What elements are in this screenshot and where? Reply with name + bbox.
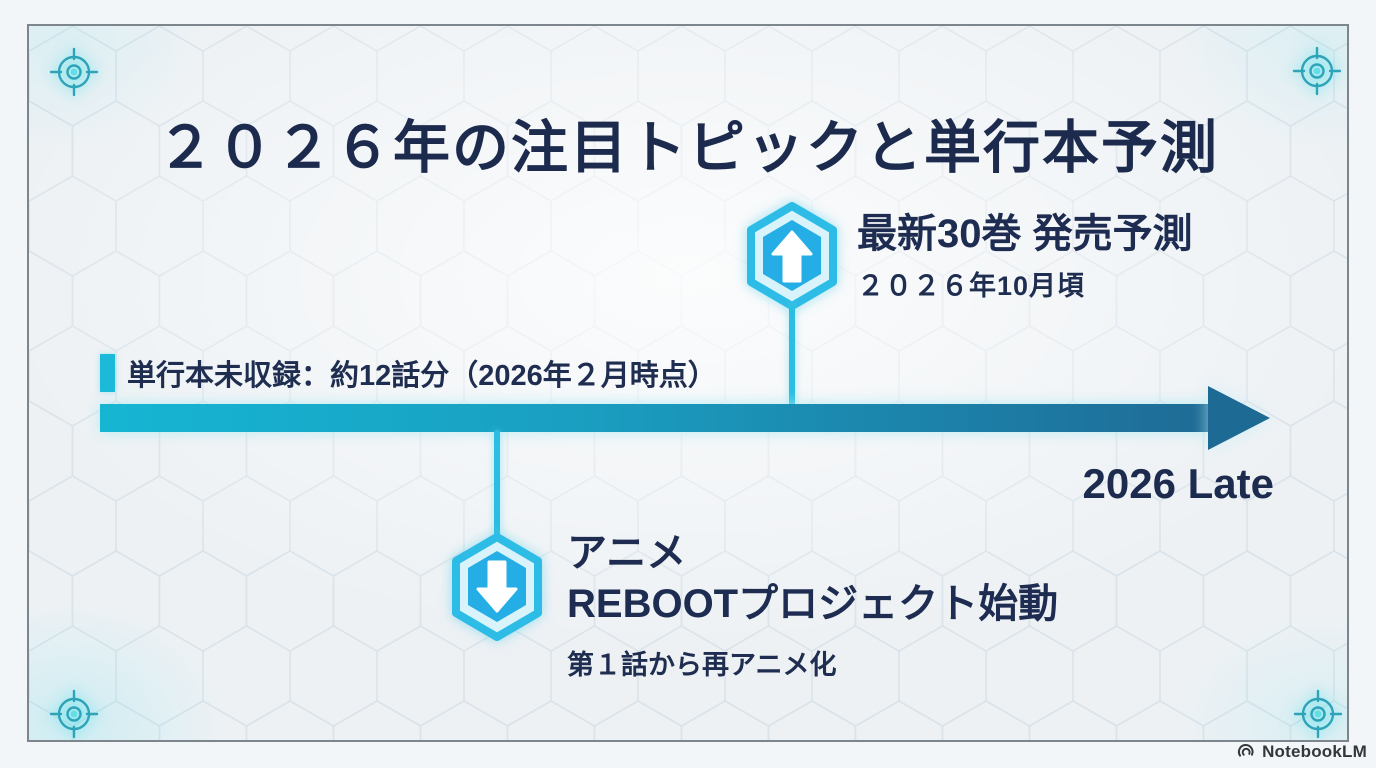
arrow-up-hexagon-icon xyxy=(747,202,837,310)
event-top: 最新30巻 発売予測 ２０２６年10月頃 xyxy=(857,210,1193,303)
event-bottom: アニメ REBOOTプロジェクト始動 第１話から再アニメ化 xyxy=(567,528,1058,682)
notebooklm-logo-icon xyxy=(1237,744,1254,757)
event-bottom-title-line1: アニメ xyxy=(567,531,687,575)
timeline-end-label: 2026 Late xyxy=(1082,460,1274,507)
crosshair-icon xyxy=(1292,46,1342,96)
slide-panel xyxy=(27,24,1349,742)
timeline-connector-bottom xyxy=(494,430,500,538)
crosshair-icon xyxy=(49,47,99,97)
arrow-down-hexagon-icon xyxy=(452,533,542,641)
crosshair-icon xyxy=(1293,689,1343,739)
event-bottom-title-line2: REBOOTプロジェクト始動 xyxy=(567,582,1059,626)
note-accent-bar xyxy=(100,354,115,392)
corner-glow-overlay xyxy=(29,26,1347,740)
timeline-arrow-head xyxy=(1208,386,1270,450)
watermark-label: NotebookLM xyxy=(1262,742,1367,761)
crosshair-icon xyxy=(49,689,99,739)
note-text: 単行本未収録：約12話分（2026年２月時点） xyxy=(127,360,717,392)
timeline-arrow-body xyxy=(100,404,1210,432)
watermark: NotebookLM xyxy=(1236,742,1367,762)
event-bottom-subtitle: 第１話から再アニメ化 xyxy=(567,650,837,680)
timeline-connector-top xyxy=(789,306,795,406)
unreleased-chapters-note: 単行本未収録：約12話分（2026年２月時点） xyxy=(100,352,717,394)
event-top-title: 最新30巻 発売予測 xyxy=(857,212,1193,256)
event-top-date: ２０２６年10月頃 xyxy=(857,271,1086,301)
page-title: ２０２６年の注目トピックと単行本予測 xyxy=(157,116,1219,181)
